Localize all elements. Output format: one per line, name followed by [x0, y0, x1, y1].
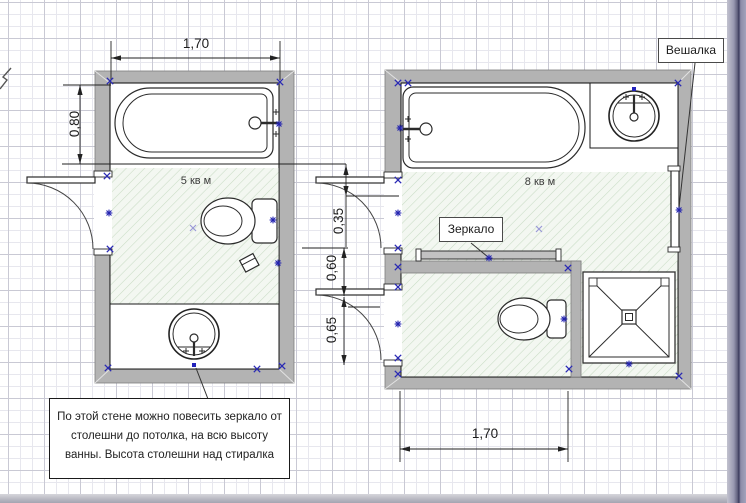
dimensions[interactable]: 1,70 0,80 0,35 0,60 0,65 1,70 [62, 36, 569, 462]
right-plan-interior-wall-horizontal[interactable] [400, 260, 582, 274]
dim-gap-top[interactable]: 0,35 [331, 208, 346, 234]
left-plan[interactable]: 5 кв м [26, 70, 295, 384]
note-leader-line [195, 367, 209, 400]
canvas-artifact-squiggle [0, 67, 12, 90]
left-plan-area-label: 5 кв м [181, 175, 211, 187]
right-plan-shower[interactable] [582, 271, 676, 364]
right-plan[interactable]: 8 кв м [315, 69, 692, 390]
dim-left-plan-bath-height[interactable]: 0,80 [67, 111, 82, 137]
left-plan-door[interactable] [26, 176, 96, 250]
right-plan-door-opening-top [384, 178, 402, 248]
right-plan-sink[interactable] [608, 90, 660, 142]
hanger-leader-line [678, 62, 696, 209]
hanger-callout-label: Вешалка [665, 43, 717, 57]
right-plan-area-label: 8 кв м [525, 176, 555, 188]
right-plan-interior-wall-vertical[interactable] [570, 260, 582, 378]
mirror-leader-line [470, 242, 489, 258]
hanger-callout[interactable]: Вешалка [658, 38, 724, 63]
toilet-paper-holder[interactable] [238, 252, 260, 273]
right-plan-door-bottom[interactable] [315, 288, 385, 361]
left-plan-floor-hatch [110, 168, 279, 304]
mirror-callout-label: Зеркало [447, 222, 495, 236]
dim-right-plan-width[interactable]: 1,70 [472, 426, 498, 441]
mirror-callout[interactable]: Зеркало [439, 217, 503, 242]
note-callout-text: По этой стене можно повесить зеркало от … [57, 411, 282, 461]
note-callout[interactable]: По этой стене можно повесить зеркало от … [49, 398, 290, 479]
dim-gap-bottom[interactable]: 0,65 [324, 317, 339, 343]
right-plan-door-top[interactable] [315, 176, 385, 249]
page-edge-right [727, 0, 746, 503]
dim-gap-middle[interactable]: 0,60 [324, 255, 339, 281]
right-plan-door-opening-bottom [384, 290, 402, 360]
shower-drain-icon [625, 313, 633, 321]
right-plan-toilet[interactable] [497, 297, 567, 341]
left-plan-toilet[interactable] [200, 197, 278, 245]
left-plan-sink[interactable] [168, 308, 220, 360]
left-plan-door-opening [94, 177, 112, 249]
right-plan-bathtub[interactable] [402, 86, 586, 169]
page-edge-bottom [0, 494, 727, 503]
left-plan-bathtub[interactable] [114, 87, 279, 159]
dim-left-plan-width[interactable]: 1,70 [183, 36, 209, 51]
